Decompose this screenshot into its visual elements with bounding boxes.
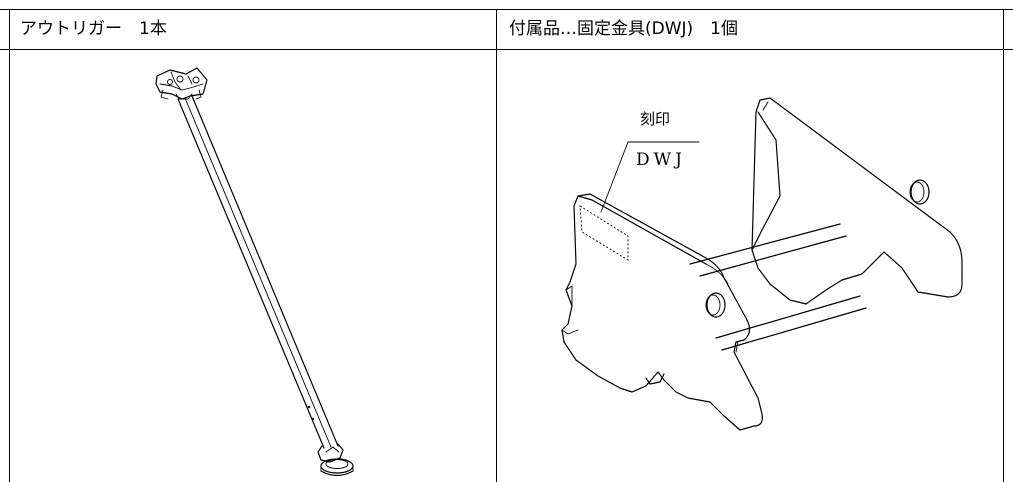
table-left-border — [9, 9, 10, 482]
outrigger-foot — [317, 443, 354, 477]
column-divider — [496, 9, 497, 482]
bracket-front-plate — [561, 193, 763, 431]
outrigger-title: アウトリガー 1本 — [20, 19, 167, 39]
engraving-label: 刻印 — [640, 110, 670, 128]
engraving-code: DWJ — [636, 150, 686, 170]
engraving-callout: 刻印 DWJ — [579, 110, 700, 261]
header-divider — [0, 49, 1013, 50]
table-top-border — [0, 9, 1013, 10]
outrigger-pole — [177, 95, 339, 449]
accessory-title: 付属品…固定金具(DWJ) 1個 — [509, 19, 738, 39]
table-right-border — [1003, 9, 1004, 482]
outrigger-top-bracket — [155, 67, 208, 100]
bracket-crossbars — [689, 223, 867, 351]
bracket-back-plate — [751, 97, 963, 305]
